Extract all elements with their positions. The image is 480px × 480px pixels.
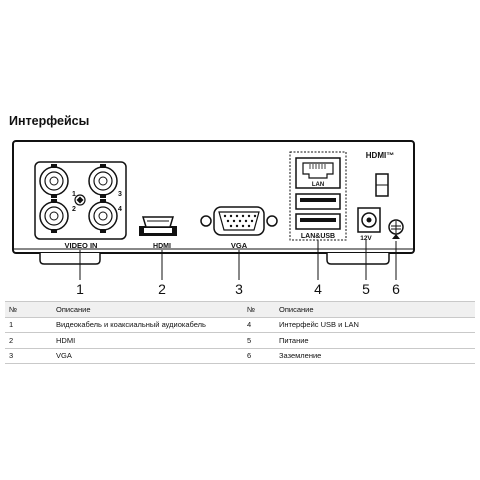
- bnc-connector-2: [39, 199, 69, 233]
- bnc-number-4: 4: [118, 206, 122, 213]
- callout-6: 6: [392, 281, 400, 297]
- lan-port: LAN: [295, 157, 341, 189]
- cell-number: 5: [243, 332, 275, 349]
- hdmi-logo: HDMI™: [366, 151, 394, 160]
- section-heading: Интерфейсы: [9, 114, 90, 128]
- bnc-connector-3: [88, 164, 118, 198]
- header-number-2: №: [243, 301, 275, 318]
- rear-panel-diagram: 1 2 3 4 VIDEO IN HDMI VGA: [0, 130, 480, 300]
- header-number: №: [5, 301, 52, 318]
- cell-number: 1: [5, 316, 52, 333]
- bnc-number-3: 3: [118, 191, 122, 198]
- cell-description: Видеокабель и коаксиальный аудиокабель: [52, 316, 243, 333]
- vga-label: VGA: [231, 241, 248, 250]
- callout-4: 4: [314, 281, 322, 297]
- callout-2: 2: [158, 281, 166, 297]
- cell-number: 2: [5, 332, 52, 349]
- lan-usb-label: LAN&USB: [301, 233, 335, 240]
- bnc-video-inputs: 1 2 3 4 VIDEO IN: [34, 161, 127, 250]
- ground-symbol-icon: [392, 234, 400, 239]
- cell-description: Интерфейс USB и LAN: [275, 316, 475, 333]
- vga-port: VGA: [200, 206, 278, 250]
- ground-screw: [388, 219, 404, 239]
- table-row: 2 HDMI 5 Питание: [5, 332, 475, 349]
- cell-number: 4: [243, 316, 275, 333]
- usb-port-2: [295, 213, 341, 230]
- hdmi-label: HDMI: [153, 243, 171, 250]
- interfaces-table: № Описание № Описание 1 Видеокабель и ко…: [5, 301, 475, 364]
- callout-lines: [79, 240, 397, 280]
- table-header-row: № Описание № Описание: [5, 301, 475, 318]
- table-row: 3 VGA 6 Заземление: [5, 347, 475, 364]
- hdmi-port: HDMI: [139, 216, 177, 250]
- video-in-label: VIDEO IN: [65, 241, 98, 250]
- bnc-number-2: 2: [72, 206, 76, 213]
- bnc-number-1: 1: [72, 191, 76, 198]
- cell-description: Питание: [275, 332, 475, 349]
- cell-description: HDMI: [52, 332, 243, 349]
- cell-description: Заземление: [275, 347, 475, 364]
- callout-3: 3: [235, 281, 243, 297]
- bnc-center-screw: [74, 194, 86, 206]
- cell-number: 3: [5, 347, 52, 364]
- table-row: 1 Видеокабель и коаксиальный аудиокабель…: [5, 316, 475, 333]
- usb-port-1: [295, 193, 341, 210]
- power-label: 12V: [360, 235, 372, 242]
- bnc-connector-4: [88, 199, 118, 233]
- header-description-2: Описание: [275, 301, 475, 318]
- cell-number: 6: [243, 347, 275, 364]
- power-jack: 12V: [357, 207, 381, 242]
- cell-description: VGA: [52, 347, 243, 364]
- lan-usb-block: LAN LAN&USB: [289, 151, 347, 241]
- header-description: Описание: [52, 301, 243, 318]
- bnc-connector-1: [39, 164, 69, 198]
- lan-port-label: LAN: [312, 182, 324, 188]
- callout-1: 1: [76, 281, 84, 297]
- callout-5: 5: [362, 281, 370, 297]
